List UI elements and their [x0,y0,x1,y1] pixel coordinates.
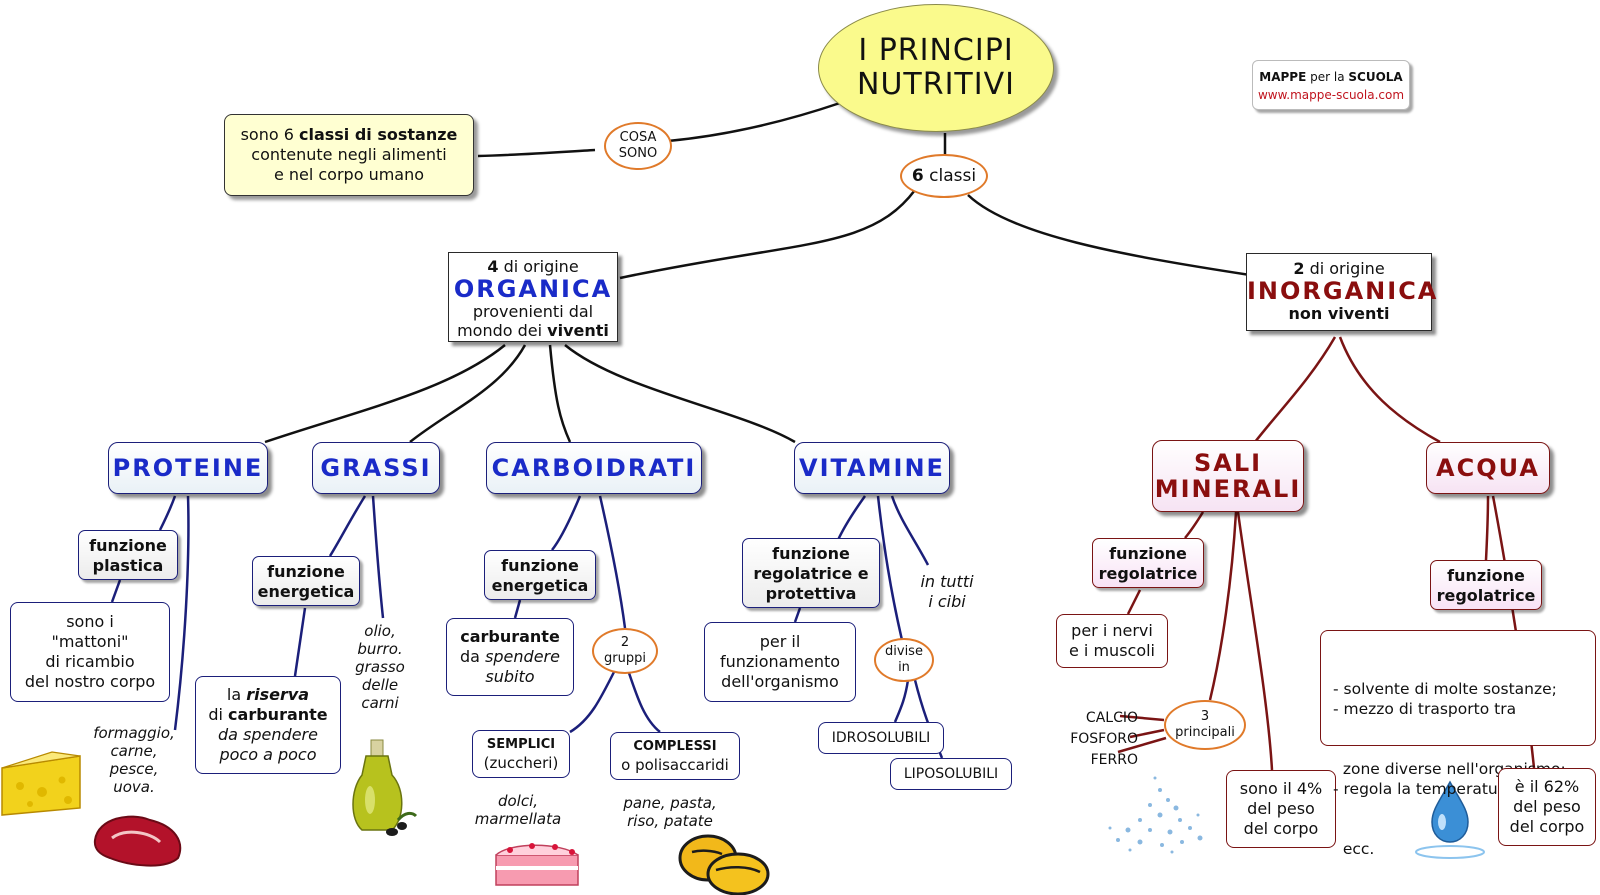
brand-url[interactable]: www.mappe-scuola.com [1257,88,1405,102]
meat-icon [93,815,182,867]
link-6-classi: 6 classi [900,154,988,198]
salt-icon [1108,776,1203,854]
brand-box[interactable]: MAPPE per la SCUOLA www.mappe-scuola.com [1252,60,1410,110]
title-line1: I PRINCIPI [858,33,1014,68]
definition-box: sono 6 classi di sostanze contenute negl… [224,114,474,196]
carboidrati-description: carburante da spendere subito [446,618,574,696]
sali-weight: sono il 4%del peso del corpo [1226,770,1336,848]
category-proteine: PROTEINE [108,442,268,494]
category-acqua: ACQUA [1426,442,1550,494]
grassi-description: la riserva di carburante da spendere poc… [195,676,341,774]
vitamine-idrosolubili: IDROSOLUBILI [818,722,944,754]
proteine-foods: formaggio,carne, pesce,uova. [93,724,175,796]
cheese-icon [1,751,81,816]
vitamine-liposolubili: LIPOSOLUBILI [890,758,1012,790]
title-ellipse: I PRINCIPI NUTRITIVI [818,4,1054,132]
carboidrati-complessi: COMPLESSI o polisaccaridi [610,732,740,780]
water-drop-icon [1415,780,1485,859]
bread-icon [678,834,770,895]
title-line2: NUTRITIVI [857,67,1015,102]
category-carboidrati: CARBOIDRATI [486,442,702,494]
brand-name: MAPPE per la SCUOLA [1259,70,1403,84]
carboidrati-semplici: SEMPLICI (zuccheri) [472,730,570,778]
cake-icon [495,843,579,886]
semplici-foods: dolci,marmellata [474,792,562,828]
category-vitamine: VITAMINE [794,442,950,494]
organic-box: 4 di origine ORGANICA provenienti dal mo… [448,252,618,342]
category-grassi: GRASSI [312,442,440,494]
acqua-weight: è il 62%del peso del corpo [1498,768,1596,846]
acqua-description: - solvente di molte sostanze;- mezzo di … [1320,630,1596,858]
oil-bottle-icon [352,739,418,836]
complessi-foods: pane, pasta,riso, patate [623,794,717,830]
inorganic-box: 2 di origine INORGANICA non viventi [1246,253,1436,331]
